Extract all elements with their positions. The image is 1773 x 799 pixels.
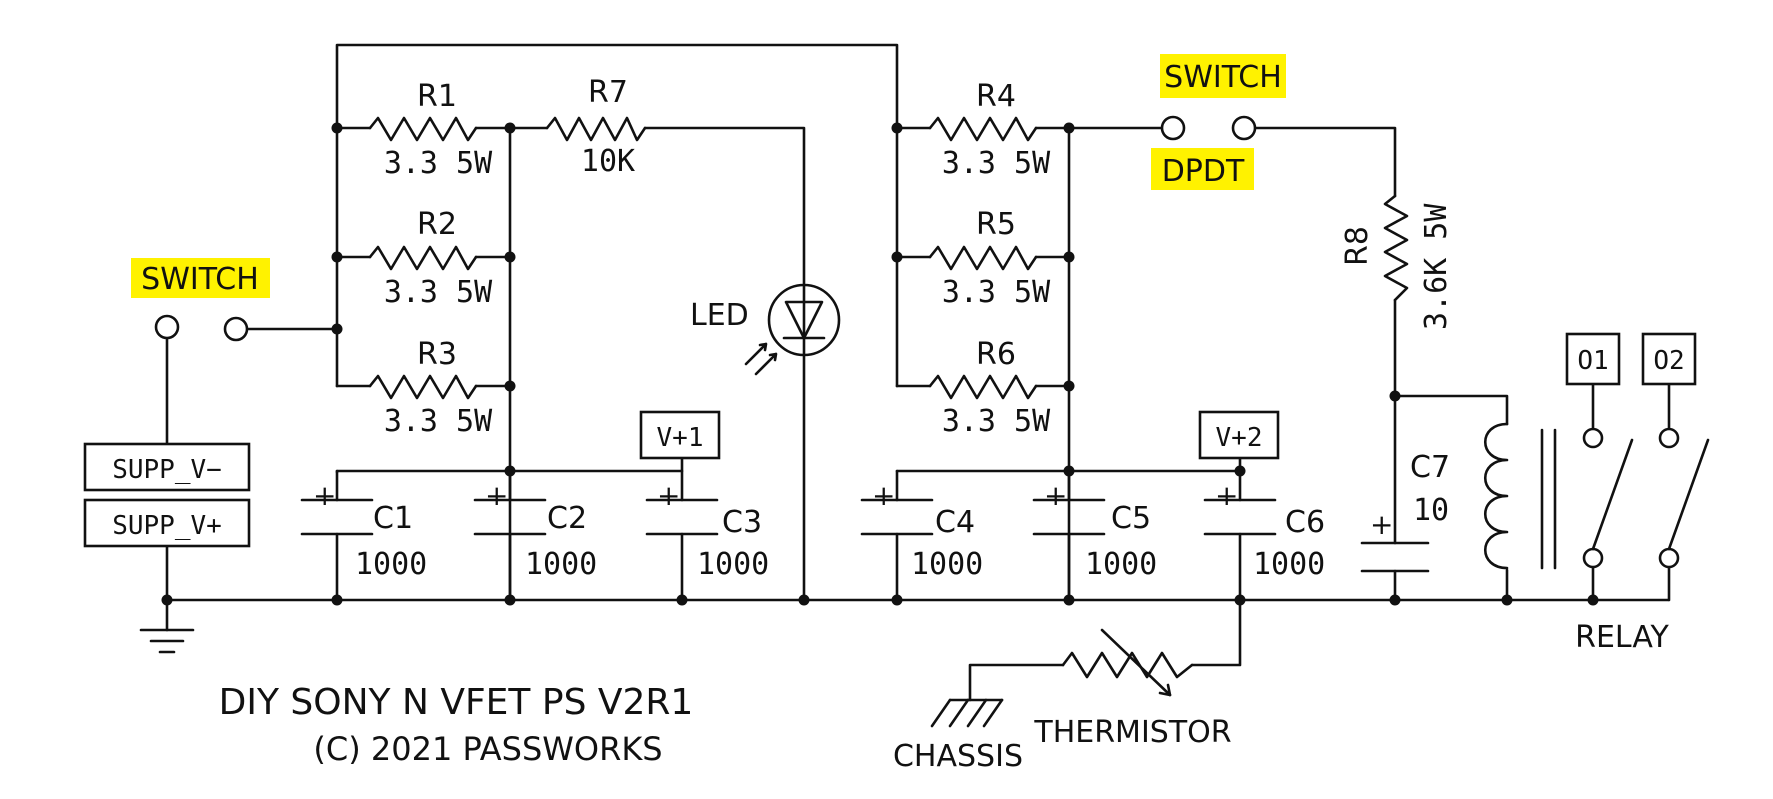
r1-name: R1 <box>417 79 457 114</box>
chassis-ground-symbol <box>930 698 1004 728</box>
v-plus-1-box <box>639 410 721 460</box>
wires <box>165 43 1671 702</box>
r7-name: R7 <box>588 75 628 110</box>
c4-symbol <box>860 498 934 536</box>
supp-v-plus-text: SUPP_V+ <box>112 511 222 541</box>
r4-value: 3.3 5W <box>942 146 1051 181</box>
c3-name: C3 <box>722 505 762 540</box>
r1-value: 3.3 5W <box>384 146 493 181</box>
resistor-zigzags <box>368 116 1409 400</box>
c3-plus: + <box>657 479 680 512</box>
dpdt-switch-label-top: SWITCH <box>1164 60 1282 95</box>
c1-name: C1 <box>373 501 413 536</box>
input-switch <box>154 314 249 342</box>
c2-symbol <box>473 498 547 536</box>
c1-symbol <box>300 498 374 536</box>
c6-value: 1000 <box>1253 547 1325 582</box>
o1-text: O1 <box>1577 346 1608 376</box>
relay-coil <box>1483 422 1509 570</box>
c3-value: 1000 <box>697 547 769 582</box>
o2-text: O2 <box>1653 346 1684 376</box>
r6-name: R6 <box>976 337 1016 372</box>
led-light-arrows <box>744 342 778 376</box>
v-plus-2-text: V+2 <box>1216 423 1263 453</box>
input-switch-label: SWITCH <box>141 262 259 297</box>
input-switch-highlight <box>131 258 270 298</box>
r5-value: 3.3 5W <box>942 275 1051 310</box>
c7-name: C7 <box>1410 450 1450 485</box>
c2-value: 1000 <box>525 547 597 582</box>
r8-value: 3.6K 5W <box>1419 203 1454 330</box>
c5-name: C5 <box>1111 501 1151 536</box>
diagram-copyright: (C) 2021 PASSWORKS <box>313 730 662 768</box>
r4-symbol <box>928 116 1038 142</box>
r2-symbol <box>368 245 478 271</box>
r3-symbol <box>368 374 478 400</box>
r6-symbol <box>928 374 1038 400</box>
chassis-label: CHASSIS <box>893 739 1023 774</box>
o1-box <box>1565 332 1621 386</box>
r7-symbol <box>545 116 647 142</box>
supp-v-plus-box <box>83 498 251 548</box>
r5-symbol <box>928 245 1038 271</box>
c7-symbol <box>1360 541 1430 573</box>
c3-symbol <box>645 498 719 536</box>
relay-contact-2 <box>1658 427 1710 569</box>
thermistor-symbol <box>1061 628 1194 697</box>
led-label: LED <box>690 298 749 333</box>
v-plus-2-box <box>1198 410 1280 460</box>
r2-value: 3.3 5W <box>384 275 493 310</box>
r4-name: R4 <box>976 79 1016 114</box>
dpdt-switch-highlight-bottom <box>1151 148 1254 190</box>
c4-value: 1000 <box>911 547 983 582</box>
r7-value: 10K <box>581 144 635 179</box>
c7-plus: + <box>1370 508 1393 541</box>
c1-value: 1000 <box>355 547 427 582</box>
c6-name: C6 <box>1285 505 1325 540</box>
c2-plus: + <box>485 479 508 512</box>
thermistor-label: THERMISTOR <box>1033 715 1231 750</box>
capacitor-plates <box>300 498 1430 573</box>
r8-symbol <box>1383 194 1409 302</box>
dpdt-switch-label-bottom: DPDT <box>1162 154 1245 189</box>
supp-v-minus-text: SUPP_V− <box>112 455 222 485</box>
ground-symbol <box>139 628 195 654</box>
r1-symbol <box>368 116 478 142</box>
junction-dots <box>161 122 1599 606</box>
labels: SWITCH SWITCH DPDT R1 3.3 5W R2 3.3 5W R… <box>112 60 1684 774</box>
polarity-marks: + + + + + + + <box>313 479 1393 541</box>
v-plus-1-text: V+1 <box>657 423 704 453</box>
r3-name: R3 <box>417 337 457 372</box>
r5-name: R5 <box>976 207 1016 242</box>
c6-symbol <box>1203 498 1277 536</box>
c2-name: C2 <box>547 501 587 536</box>
c4-name: C4 <box>935 505 975 540</box>
c4-plus: + <box>872 479 895 512</box>
relay-core <box>1540 428 1557 570</box>
c7-value: 10 <box>1413 493 1449 528</box>
c5-plus: + <box>1044 479 1067 512</box>
r8-name: R8 <box>1340 226 1375 266</box>
relay-contact-1 <box>1582 427 1634 569</box>
dpdt-switch-highlight-top <box>1160 54 1286 98</box>
c5-symbol <box>1032 498 1106 536</box>
led-symbol <box>744 283 841 376</box>
dpdt-switch <box>1160 115 1257 141</box>
c5-value: 1000 <box>1085 547 1157 582</box>
o2-box <box>1641 332 1697 386</box>
r6-value: 3.3 5W <box>942 404 1051 439</box>
c6-plus: + <box>1215 479 1238 512</box>
c1-plus: + <box>313 479 336 512</box>
supp-v-minus-box <box>83 442 251 492</box>
r3-value: 3.3 5W <box>384 404 493 439</box>
diagram-title: DIY SONY N VFET PS V2R1 <box>219 682 694 723</box>
r2-name: R2 <box>417 207 457 242</box>
relay-label: RELAY <box>1575 620 1669 655</box>
